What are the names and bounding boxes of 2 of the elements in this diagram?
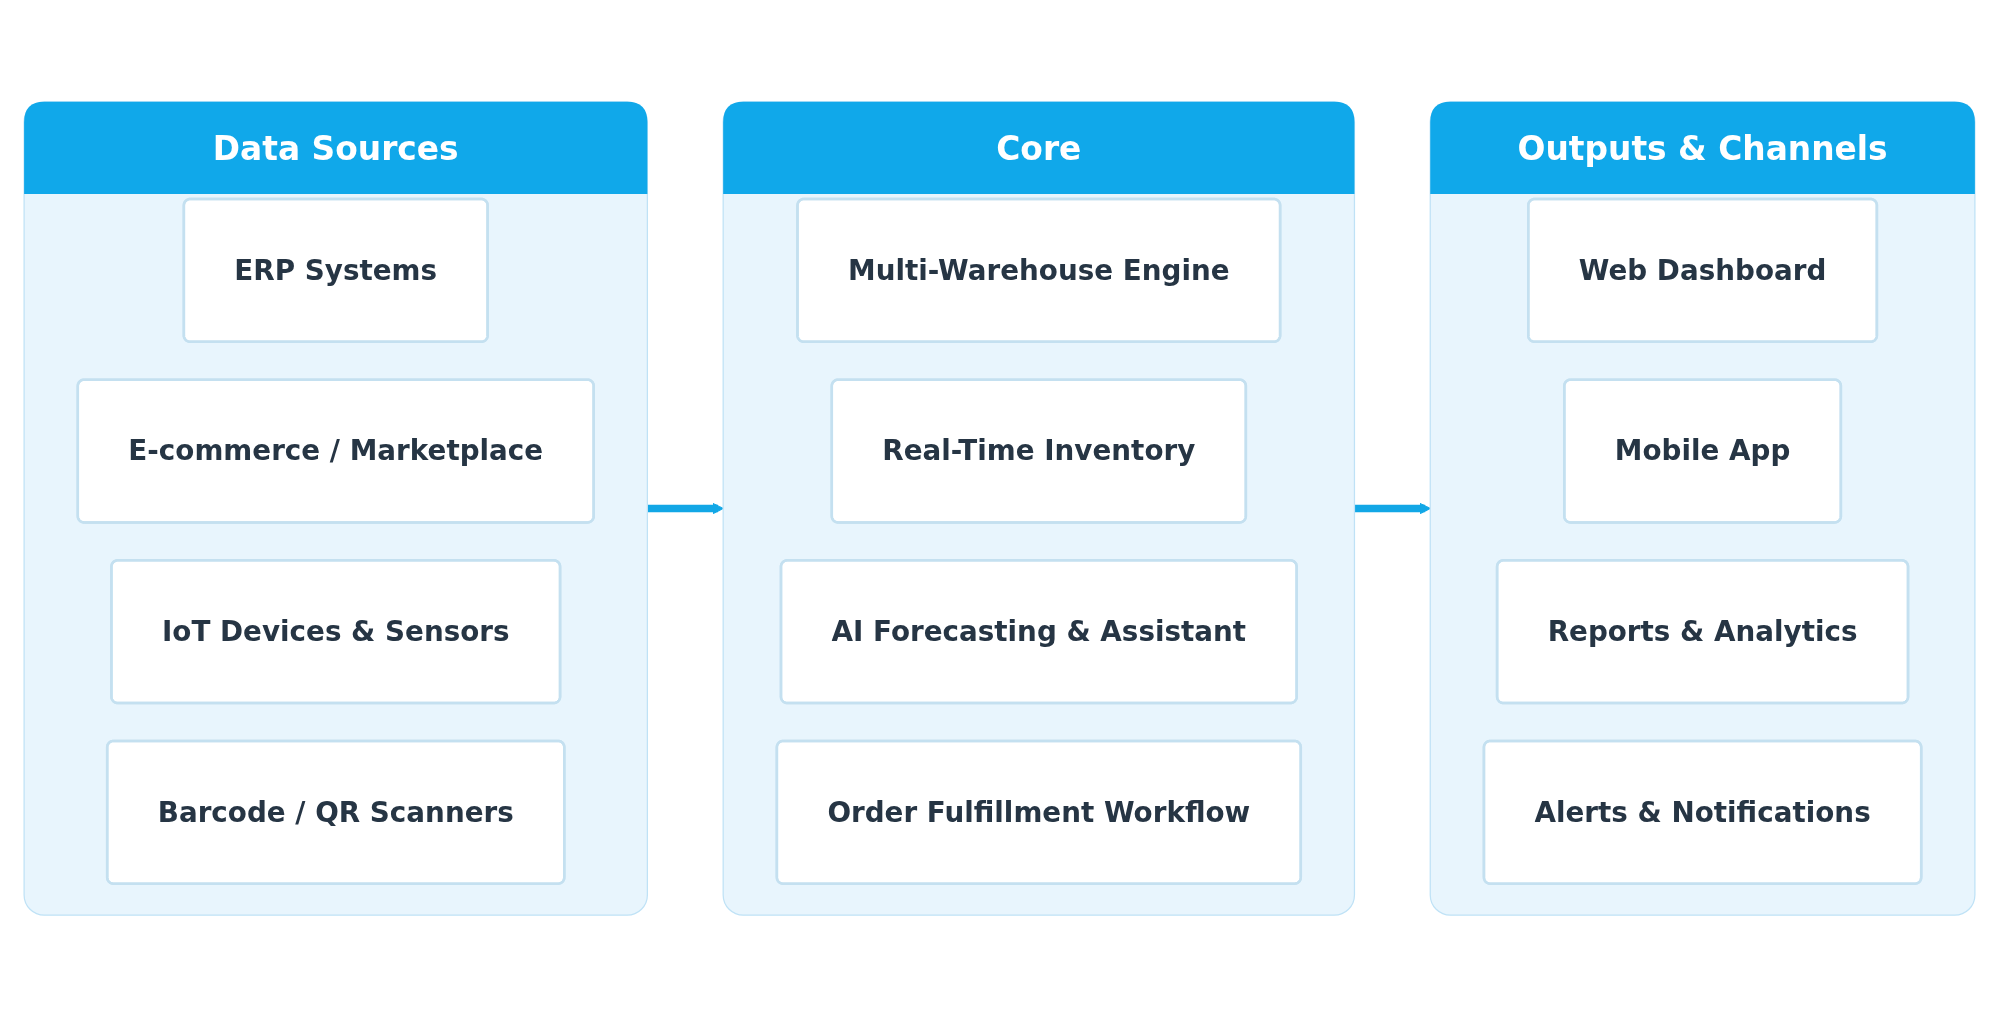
arrow [1354,502,1431,515]
arrow [647,502,724,515]
